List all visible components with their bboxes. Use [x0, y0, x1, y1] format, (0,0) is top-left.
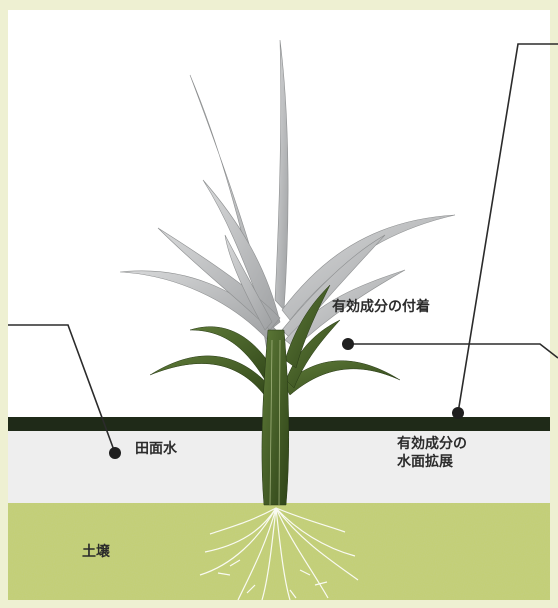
dot-marker-icon — [109, 447, 121, 459]
label-soil: 土壌 — [82, 544, 110, 560]
rice-plant-icon — [119, 39, 456, 506]
soil-texture — [8, 503, 550, 600]
leader-line-surface-spread — [457, 43, 558, 414]
label-surface-spread-line2: 水面拡展 — [397, 454, 453, 470]
dot-marker-icon — [452, 407, 464, 419]
roots-icon — [199, 507, 359, 601]
label-attachment: 有効成分の付着 — [332, 299, 430, 315]
leader-lines — [8, 43, 558, 454]
leader-line-attachment — [348, 343, 558, 359]
label-surface-spread-line1: 有効成分の — [397, 436, 467, 452]
label-paddy-water: 田面水 — [135, 441, 177, 457]
dot-marker-icon — [342, 338, 354, 350]
label-surface-spread: 有効成分の 水面拡展 — [397, 435, 467, 471]
leader-line-paddy-water — [8, 324, 116, 454]
